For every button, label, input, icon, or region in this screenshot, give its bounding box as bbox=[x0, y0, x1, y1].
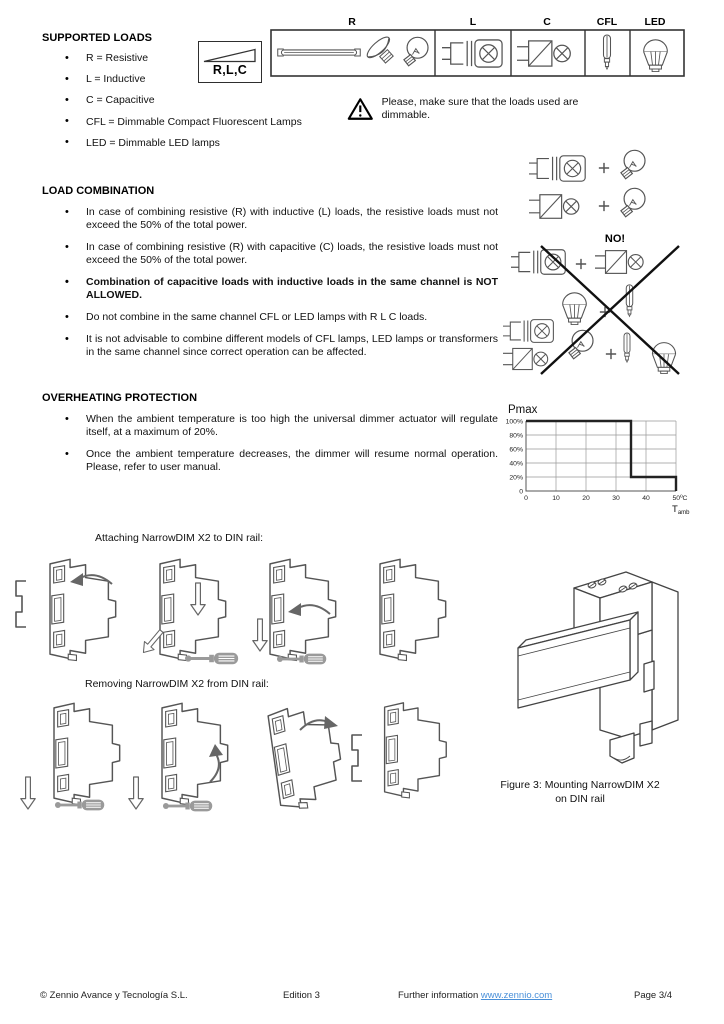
footer-copyright: © Zennio Avance y Tecnología S.L. bbox=[40, 990, 188, 1001]
din-rail-icon bbox=[351, 734, 363, 782]
footer-further-info: Further information www.zennio.com bbox=[398, 990, 552, 1001]
device-profile-icon bbox=[379, 558, 447, 662]
device-profile-icon bbox=[159, 558, 227, 662]
figure-caption: Figure 3: Mounting NarrowDIM X2 on DIN r… bbox=[460, 778, 700, 806]
x-tick: 0 bbox=[524, 495, 528, 502]
mounting-figure-drawing bbox=[517, 571, 679, 764]
bullet-item: L = Inductive bbox=[65, 73, 442, 86]
curved-arrow-icon bbox=[324, 716, 338, 729]
bullet-item: Combination of capacitive loads with ind… bbox=[65, 276, 498, 302]
down-arrow-icon bbox=[128, 776, 144, 810]
x-tick: 20 bbox=[582, 495, 590, 502]
plus-icon bbox=[598, 200, 610, 212]
curved-arrow-icon bbox=[209, 744, 223, 757]
x-axis-label: Tamb bbox=[672, 504, 690, 516]
device-profile-icon bbox=[383, 702, 447, 799]
led-bulb-icon bbox=[562, 292, 587, 325]
x-tick: 30 bbox=[612, 495, 620, 502]
bullet-item: When the ambient temperature is too high… bbox=[65, 413, 498, 439]
section-supported-loads: SUPPORTED LOADS R = Resistive L = Induct… bbox=[42, 32, 442, 158]
footer-further-prefix: Further information bbox=[398, 990, 481, 1001]
pmax-chart: Pmax 100% 80% 60% 40% 20% 0 0 10 20 30 4… bbox=[506, 404, 691, 516]
y-tick: 20% bbox=[509, 475, 523, 482]
x-tick: 40 bbox=[642, 495, 650, 502]
warning-text: Please, make sure that the loads used ar… bbox=[381, 96, 579, 121]
load-label-c: C bbox=[543, 16, 551, 28]
load-combination-list: In case of combining resistive (R) with … bbox=[42, 206, 498, 359]
load-types-strip: R L C CFL LED bbox=[270, 16, 685, 77]
pmax-line bbox=[526, 419, 678, 491]
capacitive-transformer-icon bbox=[503, 347, 549, 371]
overheating-title: OVERHEATING PROTECTION bbox=[42, 392, 198, 404]
incandescent-bulb-icon bbox=[620, 149, 646, 180]
bullet-item: R = Resistive bbox=[65, 52, 442, 65]
bullet-item: In case of combining resistive (R) with … bbox=[65, 241, 498, 267]
inductive-transformer-icon bbox=[442, 39, 503, 68]
figure-caption-line1: Figure 3: Mounting NarrowDIM X2 bbox=[500, 779, 660, 791]
overheating-list: When the ambient temperature is too high… bbox=[42, 413, 498, 474]
supported-loads-list: R = Resistive L = Inductive C = Capaciti… bbox=[42, 52, 442, 150]
load-combination-title: LOAD COMBINATION bbox=[42, 185, 155, 197]
load-label-l: L bbox=[470, 16, 477, 28]
section-overheating: OVERHEATING PROTECTION When the ambient … bbox=[42, 392, 498, 482]
load-label-r: R bbox=[348, 16, 356, 28]
load-combination-diagram: NO! bbox=[503, 149, 680, 375]
bullet-item: Do not combine in the same channel CFL o… bbox=[65, 311, 498, 324]
load-label-led: LED bbox=[645, 16, 666, 28]
chart-title: Pmax bbox=[508, 404, 538, 416]
no-label: NO! bbox=[605, 233, 625, 245]
curved-arrow-icon bbox=[209, 753, 220, 783]
plus-icon bbox=[575, 258, 587, 270]
cfl-lamp-icon bbox=[623, 332, 631, 363]
screwdriver-icon bbox=[184, 652, 239, 665]
bullet-item: Once the ambient temperature decreases, … bbox=[65, 448, 498, 474]
x-tick: 50ºC bbox=[673, 495, 688, 502]
footer-page-number: Page 3/4 bbox=[634, 990, 673, 1001]
rlc-dimmer-box: R,L,C bbox=[198, 41, 262, 83]
incandescent-bulb-icon bbox=[620, 187, 646, 218]
down-arrow-icon bbox=[252, 618, 268, 652]
y-tick: 100% bbox=[506, 419, 523, 426]
supported-loads-title: SUPPORTED LOADS bbox=[42, 32, 153, 44]
down-arrow-icon bbox=[20, 776, 36, 810]
din-rail-icon bbox=[15, 580, 27, 628]
remove-label: Removing NarrowDIM X2 from DIN rail: bbox=[85, 678, 269, 690]
attach-steps-drawing bbox=[15, 558, 447, 665]
y-tick: 60% bbox=[509, 447, 523, 454]
device-profile-tilted bbox=[266, 701, 348, 813]
bullet-item: In case of combining resistive (R) with … bbox=[65, 206, 498, 232]
capacitive-transformer-icon bbox=[529, 194, 580, 219]
bullet-item: It is not advisable to combine different… bbox=[65, 333, 498, 359]
inductive-transformer-icon bbox=[529, 155, 586, 182]
zennio-link[interactable]: www.zennio.com bbox=[480, 990, 553, 1001]
capacitive-transformer-icon bbox=[595, 250, 644, 274]
figure-caption-line2: on DIN rail bbox=[555, 793, 605, 805]
remove-steps-drawing bbox=[20, 701, 447, 813]
bullet-item: C = Capacitive bbox=[65, 94, 442, 107]
y-tick: 80% bbox=[509, 433, 523, 440]
curved-arrow-icon bbox=[70, 573, 83, 586]
footer-edition: Edition 3 bbox=[283, 990, 320, 1001]
section-load-combination: LOAD COMBINATION In case of combining re… bbox=[42, 185, 498, 367]
plus-icon bbox=[605, 348, 617, 360]
dimmer-ramp-icon bbox=[203, 48, 256, 63]
attach-label: Attaching NarrowDIM X2 to DIN rail: bbox=[95, 532, 264, 544]
bullet-item: CFL = Dimmable Compact Fluorescent Lamps bbox=[65, 115, 442, 129]
plus-icon bbox=[598, 162, 610, 174]
inductive-transformer-icon bbox=[503, 319, 554, 343]
y-tick: 40% bbox=[509, 461, 523, 468]
rlc-box-label: R,L,C bbox=[212, 63, 248, 77]
device-profile-icon bbox=[53, 702, 121, 806]
not-allowed-cross bbox=[540, 245, 680, 375]
resistive-tube-icon bbox=[277, 48, 361, 57]
y-tick: 0 bbox=[519, 489, 523, 496]
warning-triangle-icon bbox=[347, 98, 373, 120]
x-tick: 10 bbox=[552, 495, 560, 502]
curved-arrow-icon bbox=[288, 603, 301, 616]
load-label-cfl: CFL bbox=[597, 16, 618, 28]
bullet-item: LED = Dimmable LED lamps bbox=[65, 136, 442, 150]
warning-note: Please, make sure that the loads used ar… bbox=[347, 96, 609, 122]
